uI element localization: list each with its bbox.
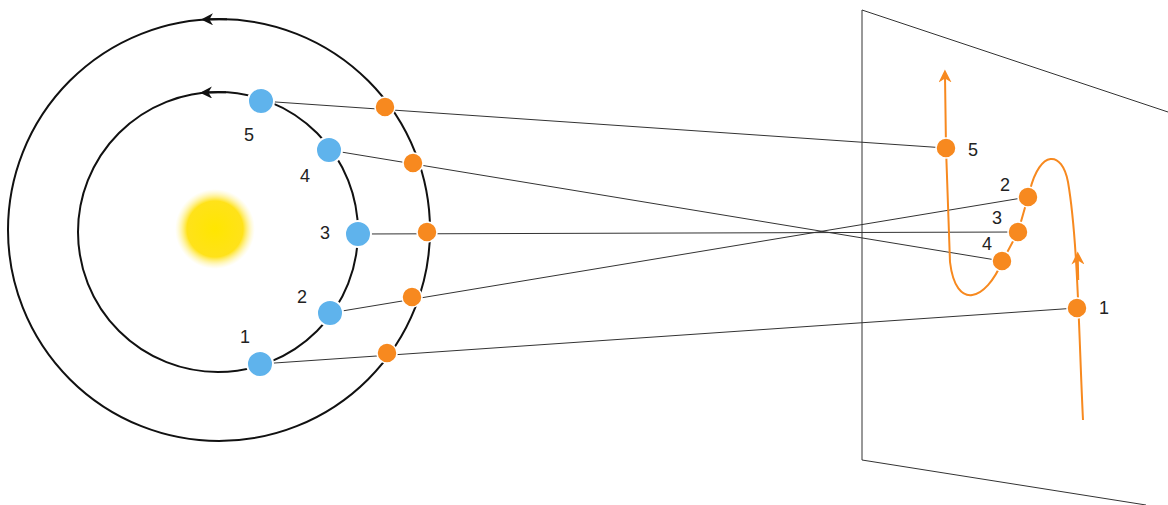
position-number: 1 [238, 327, 252, 347]
inner-orbit [78, 92, 358, 372]
position-number: 5 [242, 125, 256, 145]
position-number: 3 [318, 223, 332, 243]
position-number: 4 [980, 234, 994, 254]
projection-screen [862, 10, 1168, 505]
outer-orbit [8, 19, 430, 441]
apparent-path [945, 76, 1083, 420]
position-number: 4 [298, 166, 312, 186]
position-number: 1 [1097, 298, 1111, 318]
position-number: 2 [295, 287, 309, 307]
sun [175, 189, 255, 269]
position-number: 5 [966, 140, 980, 160]
sight-lines [260, 101, 1077, 364]
inner-planet-dots [247, 88, 371, 377]
outer-planet-dots [375, 97, 1087, 363]
position-number: 3 [990, 208, 1004, 228]
path-arrow [1077, 258, 1079, 280]
orbit-arrow [207, 18, 227, 20]
position-number: 2 [998, 175, 1012, 195]
orbit-arrow [206, 91, 226, 93]
